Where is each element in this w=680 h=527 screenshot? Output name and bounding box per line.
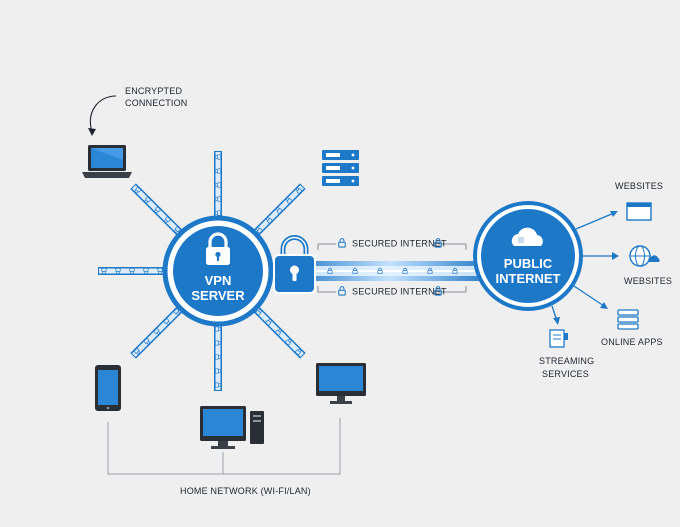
padlock-icon	[273, 235, 316, 294]
home-network-connector	[107, 418, 341, 475]
database-icon	[617, 309, 639, 330]
cloud-icon	[511, 227, 543, 246]
laptop-icon	[82, 145, 132, 178]
browser-window-icon	[626, 202, 652, 221]
padlock-icon	[206, 232, 230, 265]
websites-mid-label: WEBSITES	[624, 276, 672, 286]
curved-arrow-icon	[88, 95, 117, 136]
secured-internet-bottom-text: SECURED INTERNET	[352, 287, 447, 297]
streaming-label-line1: STREAMING	[539, 356, 594, 366]
secured-label-top: SECURED INTERNET	[336, 236, 447, 250]
internet-arrows	[551, 211, 619, 325]
encrypted-label-line2: CONNECTION	[125, 98, 188, 108]
home-network-label: HOME NETWORK (WI-FI/LAN)	[180, 486, 311, 496]
streaming-device-icon	[549, 329, 568, 348]
globe-icon	[629, 245, 660, 267]
vpn-label-line2: SERVER	[191, 288, 245, 303]
encrypted-label-line1: ENCRYPTED	[125, 86, 182, 96]
vpn-label-line1: VPN	[205, 273, 232, 288]
streaming-label-line2: SERVICES	[542, 369, 589, 379]
public-internet-hub: PUBLIC INTERNET	[473, 201, 583, 311]
secured-label-bottom: SECURED INTERNET	[336, 285, 447, 299]
public-label-line1: PUBLIC	[504, 256, 553, 271]
monitor-icon	[316, 363, 366, 404]
smartphone-icon	[95, 365, 121, 411]
desktop-computer-icon	[200, 406, 264, 449]
websites-top-label: WEBSITES	[615, 181, 663, 191]
secure-tunnel	[300, 261, 480, 281]
server-rack-icon	[322, 150, 359, 186]
vpn-server-hub: VPN SERVER	[162, 215, 274, 327]
online-apps-label: ONLINE APPS	[601, 337, 663, 347]
public-label-line2: INTERNET	[496, 271, 561, 286]
secured-internet-top-text: SECURED INTERNET	[352, 239, 447, 249]
